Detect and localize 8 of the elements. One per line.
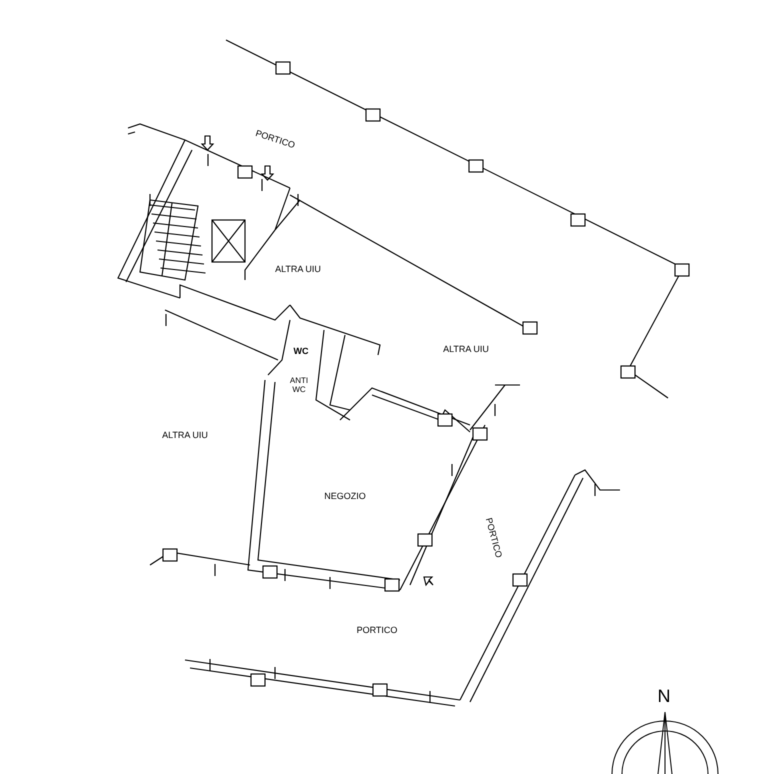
room-label: ALTRA UIU [161,431,209,441]
room-label: WC [292,347,310,357]
room-label: ALTRA UIU [442,345,490,355]
north-label: N [656,687,672,707]
room-label: NEGOZIO [323,492,367,502]
room-label: ANTI WC [288,377,310,395]
room-label: PORTICO [356,626,398,636]
room-label: ALTRA UIU [274,265,322,275]
